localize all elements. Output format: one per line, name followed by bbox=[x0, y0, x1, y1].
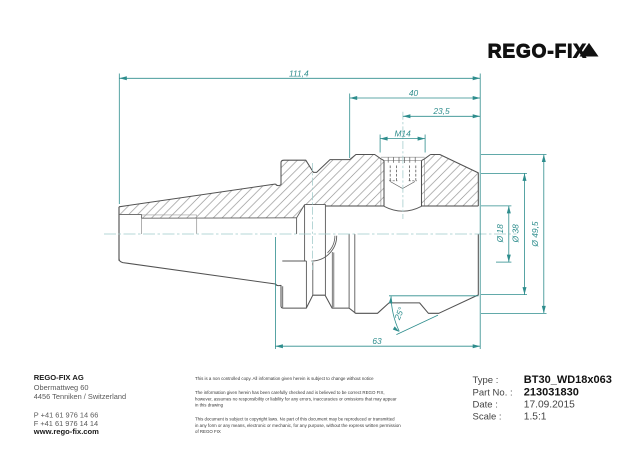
svg-text:Type :: Type : bbox=[473, 375, 499, 386]
svg-text:The information given herein h: The information given herein has been ca… bbox=[195, 390, 385, 395]
svg-text:in any form or any means, elec: in any form or any means, electronic or … bbox=[195, 423, 401, 428]
svg-text:25°: 25° bbox=[392, 305, 407, 322]
svg-text:Ø 38: Ø 38 bbox=[511, 224, 521, 243]
svg-text:BT30_WD18x063: BT30_WD18x063 bbox=[524, 374, 612, 386]
svg-text:Part No. :: Part No. : bbox=[473, 387, 513, 398]
svg-text:1.5:1: 1.5:1 bbox=[524, 412, 547, 423]
svg-text:This is a non controlled copy.: This is a non controlled copy. All infor… bbox=[195, 376, 374, 381]
svg-text:Ø 18: Ø 18 bbox=[495, 224, 505, 243]
svg-text:40: 40 bbox=[409, 88, 419, 98]
svg-text:63: 63 bbox=[372, 336, 382, 346]
svg-text:M14: M14 bbox=[394, 128, 411, 138]
svg-text:Obermattweg 60: Obermattweg 60 bbox=[34, 383, 89, 392]
svg-text:www.rego-fix.com: www.rego-fix.com bbox=[33, 427, 99, 436]
svg-text:however, assumes no responsibi: however, assumes no responsibility or li… bbox=[195, 396, 397, 401]
svg-text:This document is subject to co: This document is subject to copyright la… bbox=[195, 417, 395, 422]
svg-text:of REGO FIX: of REGO FIX bbox=[195, 429, 221, 434]
svg-text:Ø 49,5: Ø 49,5 bbox=[530, 221, 540, 247]
svg-text:F +41 61 976 14 14: F +41 61 976 14 14 bbox=[34, 419, 98, 428]
svg-text:in this drawing: in this drawing bbox=[195, 403, 224, 408]
svg-text:213031830: 213031830 bbox=[524, 386, 579, 398]
svg-text:REGO-FIX: REGO-FIX bbox=[488, 42, 587, 63]
svg-text:Scale :: Scale : bbox=[473, 411, 502, 422]
svg-text:P +41 61 976 14 66: P +41 61 976 14 66 bbox=[34, 410, 99, 419]
svg-text:17.09.2015: 17.09.2015 bbox=[524, 399, 575, 410]
svg-text:111,4: 111,4 bbox=[289, 68, 309, 78]
svg-text:23,5: 23,5 bbox=[432, 106, 450, 116]
svg-text:REGO-FIX AG: REGO-FIX AG bbox=[34, 373, 84, 382]
svg-text:4456 Tenniken / Switzerland: 4456 Tenniken / Switzerland bbox=[34, 392, 126, 401]
svg-text:Date :: Date : bbox=[473, 399, 498, 410]
